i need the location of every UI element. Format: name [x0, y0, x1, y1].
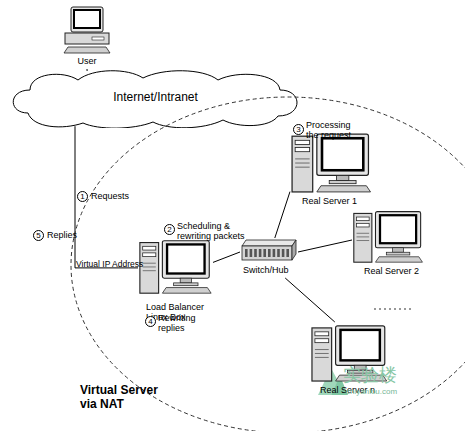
graphic-part: [312, 328, 332, 381]
graphic-part: [263, 249, 266, 257]
graphic-part: [386, 252, 409, 255]
node-label: Internet/Intranet: [8, 90, 303, 104]
annotation-text: Virtual IP Address: [76, 259, 171, 269]
annotation-text: Scheduling & rewriting packets: [177, 221, 249, 241]
graphic-part: [329, 181, 356, 184]
connector-line: [87, 69, 88, 71]
graphic-part: [143, 246, 156, 250]
connector-line: [213, 252, 240, 262]
connector-line: [298, 240, 352, 252]
callout-number: 2: [164, 224, 175, 235]
node-label: Real Server 1: [302, 196, 378, 206]
connector-line: [285, 278, 335, 322]
graphic-part: [250, 249, 253, 257]
node-label: Switch/Hub: [243, 265, 311, 275]
graphic-part: [336, 175, 348, 180]
computer-icon: [352, 208, 437, 264]
connector-line: [275, 192, 290, 238]
graphic-part: [143, 266, 156, 267]
graphic-part: [317, 134, 369, 175]
watermark-text: 实验楼: [343, 365, 423, 385]
graphic-part: [315, 339, 329, 343]
computer-icon: [138, 232, 213, 300]
graphic-part: [315, 332, 329, 336]
graphic-part: [64, 47, 110, 53]
computer-icon: [62, 5, 112, 55]
node-label: User: [62, 56, 112, 66]
graphic-part: [143, 253, 156, 257]
graphic-part: [167, 244, 205, 273]
network-switch: Switch/Hub: [240, 238, 298, 278]
graphic-part: [375, 212, 420, 248]
server-computer: Load Balancer Linux Box: [138, 232, 213, 324]
callout-number: 3: [293, 124, 304, 135]
annotation-text: Requests: [91, 191, 151, 201]
graphic-part: [259, 249, 262, 257]
watermark-text: shiyanlou.com: [346, 387, 426, 397]
graphic-part: [277, 249, 280, 257]
graphic-part: [65, 33, 109, 44]
annotation-text: Rewriting replies: [158, 313, 210, 333]
graphic-part: [295, 158, 309, 159]
graphic-part: [162, 241, 209, 279]
graphic-part: [317, 186, 371, 192]
annotation-text: Replies: [47, 230, 97, 240]
graphic-part: [292, 136, 313, 192]
graphic-part: [242, 240, 296, 246]
server-computer: Real Server 2: [352, 208, 437, 288]
graphic-part: [254, 249, 257, 257]
graphic-part: [354, 213, 372, 262]
graphic-part: [341, 330, 380, 361]
graphic-part: [174, 283, 198, 286]
graphic-part: [357, 233, 370, 234]
graphic-part: [357, 236, 370, 237]
graphic-part: [393, 248, 404, 253]
switch-icon: [240, 238, 298, 262]
graphic-part: [322, 138, 363, 170]
graphic-part: [315, 349, 329, 350]
graphic-part: [295, 140, 309, 144]
graphic-part: [92, 37, 104, 40]
graphic-part: [268, 249, 271, 257]
graphic-part: [162, 288, 211, 294]
server-computer: Real Server 1: [290, 130, 378, 218]
graphic-part: [357, 240, 370, 241]
user-computer: User: [62, 5, 112, 69]
graphic-part: [180, 278, 191, 283]
graphic-part: [357, 217, 370, 221]
graphic-part: [292, 240, 296, 260]
graphic-part: [286, 249, 289, 257]
graphic-part: [336, 326, 385, 365]
graphic-part: [245, 249, 248, 257]
graphic-part: [315, 357, 329, 358]
graphic-part: [143, 263, 156, 264]
node-label: Real Server 2: [364, 266, 437, 276]
graphic-part: [295, 167, 309, 168]
graphic-part: [242, 246, 292, 260]
node-label: Virtual Server via NAT: [80, 383, 170, 411]
callout-number: 4: [145, 316, 156, 327]
graphic-part: [295, 148, 309, 152]
graphic-part: [357, 223, 370, 227]
network-cloud: Internet/Intranet: [8, 68, 303, 128]
callout-number: 1: [77, 191, 88, 202]
graphic-part: [143, 270, 156, 271]
graphic-part: [315, 353, 329, 354]
graphic-part: [74, 10, 100, 28]
graphic-part: [273, 249, 276, 257]
callout-number: 5: [33, 230, 44, 241]
more-servers-dots: [374, 308, 412, 309]
graphic-part: [375, 257, 422, 262]
graphic-part: [282, 249, 285, 257]
graphic-part: [71, 7, 103, 32]
graphic-part: [71, 97, 465, 431]
graphic-part: [380, 215, 416, 243]
graphic-part: [295, 163, 309, 164]
annotation-text: Processing the request: [306, 120, 364, 140]
